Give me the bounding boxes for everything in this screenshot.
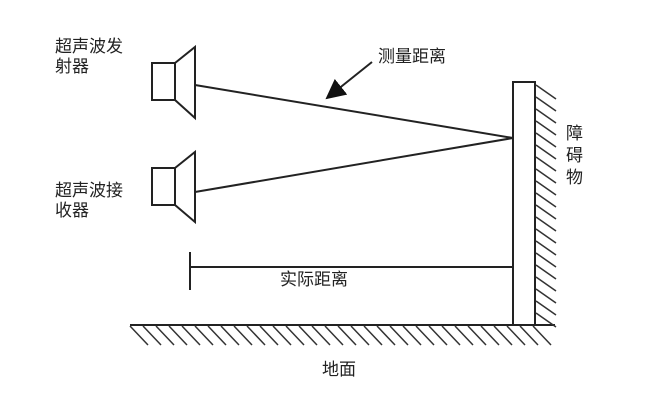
hatch-line [233,325,253,346]
hatch-line [535,168,557,184]
hatch-line [168,325,188,346]
hatch-line [428,325,448,346]
hatch-line [415,325,435,346]
hatch-line [535,276,557,292]
hatch-line [535,240,557,256]
hatch-line [272,325,292,346]
hatch-line [535,252,557,268]
receiver-icon [151,149,196,225]
measured-path-out [194,84,514,139]
hatch-line [155,325,175,346]
measured-distance-label: 测量距离 [378,47,446,67]
transmitter-label: 超声波发 射器 [55,37,123,77]
obstacle-char: 碍 [566,146,583,166]
hatch-line [535,228,557,244]
hatch-line [376,325,396,346]
receiver-label-line2: 收器 [55,201,89,221]
transmitter-label-line2: 射器 [55,57,89,77]
hatch-line [207,325,227,346]
hatch-line [402,325,422,346]
hatch-line [480,325,500,346]
hatching [129,84,557,346]
hatch-line [259,325,279,346]
ground-label: 地面 [322,360,356,380]
receiver-label: 超声波接 收器 [55,181,123,221]
hatch-line [535,108,557,124]
hatch-line [285,325,305,346]
obstacle-wall [512,81,536,326]
transmitter-icon [151,44,196,121]
hatch-line [532,325,552,346]
hatch-line [535,180,557,196]
hatch-line [441,325,461,346]
hatch-line [311,325,331,346]
receiver-label-line1: 超声波接 [55,181,123,201]
obstacle-label: 障 碍 物 [566,123,583,189]
hatch-line [337,325,357,346]
hatch-line [535,312,557,328]
hatch-line [506,325,526,346]
actual-distance-label: 实际距离 [280,270,348,290]
hatch-line [535,300,557,316]
hatch-line [246,325,266,346]
hatch-line [350,325,370,346]
hatch-line [535,144,557,160]
obstacle-char: 障 [566,124,583,144]
hatch-line [535,264,557,280]
hatch-line [389,325,409,346]
hatch-line [194,325,214,346]
hatch-line [535,216,557,232]
hatch-line [142,325,162,346]
hatch-line [535,204,557,220]
hatch-line [454,325,474,346]
hatch-line [363,325,383,346]
hatch-line [324,325,344,346]
hatch-line [535,156,557,172]
hatch-line [181,325,201,346]
hatch-line [493,325,513,346]
hatch-line [467,325,487,346]
hatch-line [519,325,539,346]
obstacle-char: 物 [566,168,583,188]
measured-path-back [194,137,514,193]
hatch-line [535,192,557,208]
hatch-line [535,132,557,148]
transmitter-label-line1: 超声波发 [55,37,123,57]
measured-arrow [325,61,373,100]
hatch-line [129,325,149,346]
hatch-line [220,325,240,346]
hatch-line [535,288,557,304]
hatch-line [298,325,318,346]
hatch-line [535,96,557,112]
hatch-line [535,84,557,100]
hatch-line [535,120,557,136]
